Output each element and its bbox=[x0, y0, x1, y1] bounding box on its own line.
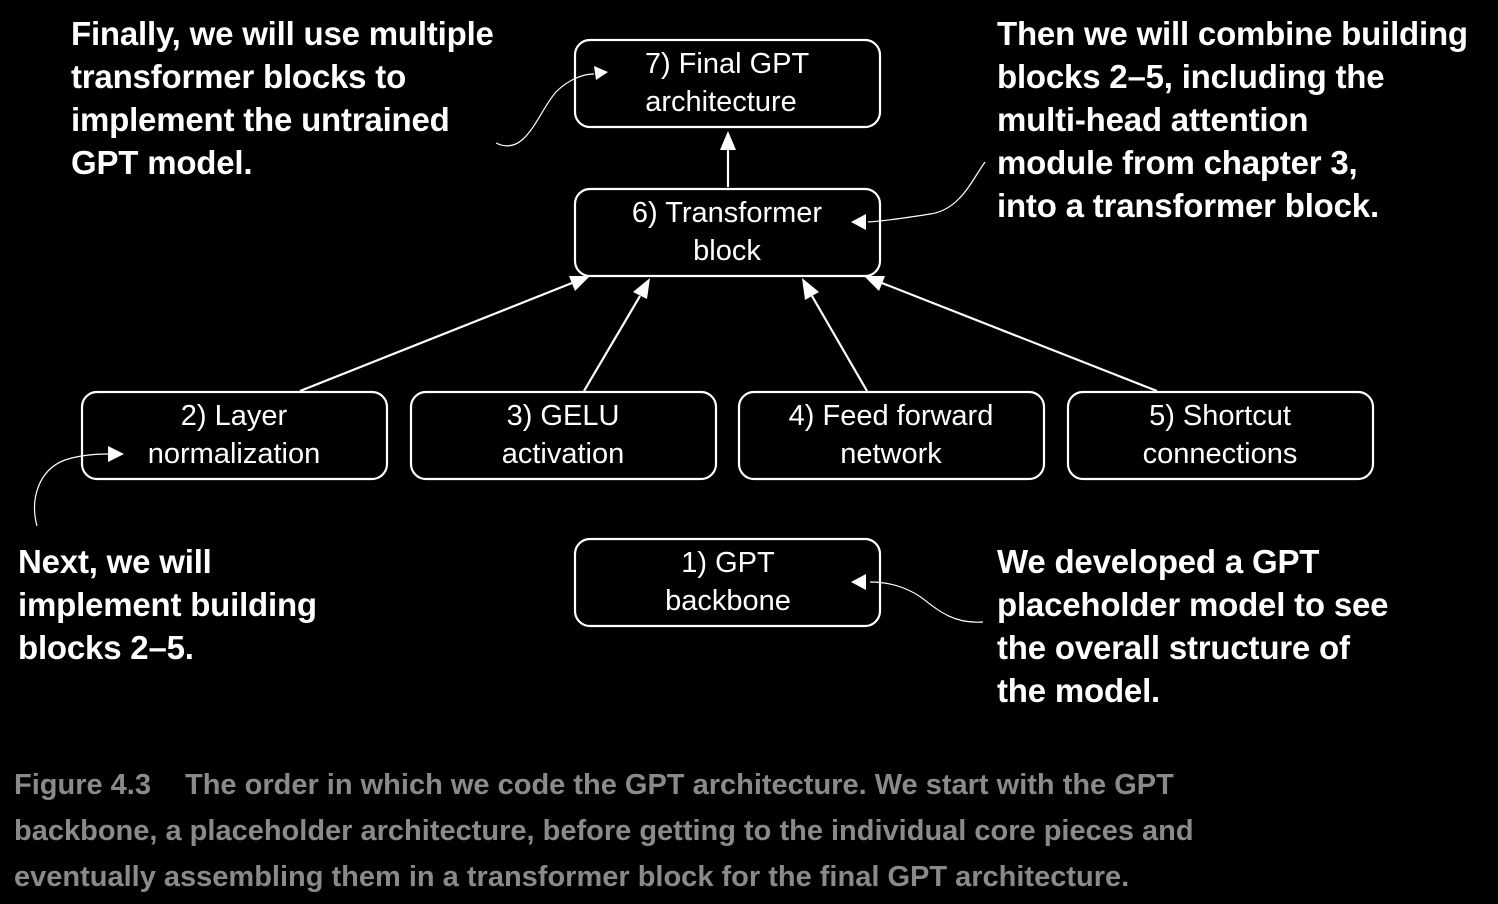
node-gelu-activation-line-1: 3) GELU bbox=[507, 400, 620, 432]
annotation-next: Next, we will implement building blocks … bbox=[18, 540, 317, 669]
annotation-combine-line-1: Then we will combine building bbox=[997, 15, 1468, 52]
node-feed-forward-network-line-2: network bbox=[840, 438, 942, 470]
pointer-final bbox=[495, 66, 608, 147]
annotation-combine-line-4: module from chapter 3, bbox=[997, 144, 1358, 181]
edge-feed-forward-to-transformer bbox=[802, 278, 868, 392]
annotation-placeholder-line-4: the model. bbox=[997, 672, 1161, 709]
annotation-combine-line-3: multi-head attention bbox=[997, 101, 1309, 138]
node-transformer-block-line-2: block bbox=[693, 235, 761, 267]
pointer-combine bbox=[851, 161, 986, 230]
annotation-placeholder-line-3: the overall structure of bbox=[997, 629, 1350, 666]
figure-caption: Figure 4.3 The order in which we code the… bbox=[14, 762, 1484, 900]
node-final-gpt-architecture: 7) Final GPT architecture bbox=[573, 38, 882, 129]
node-transformer-block-line-1: 6) Transformer bbox=[632, 197, 822, 229]
node-feed-forward-network-line-1: 4) Feed forward bbox=[789, 400, 994, 432]
nodes: 1) GPT backbone 2) Layer normalization 3… bbox=[80, 38, 1375, 628]
node-final-gpt-architecture-line-1: 7) Final GPT bbox=[645, 48, 810, 80]
annotation-placeholder: We developed a GPT placeholder model to … bbox=[997, 540, 1389, 712]
node-layer-normalization-line-1: 2) Layer bbox=[181, 400, 288, 432]
annotation-combine-line-2: blocks 2–5, including the bbox=[997, 58, 1385, 95]
node-gelu-activation-line-2: activation bbox=[502, 438, 625, 470]
annotation-next-line-3: blocks 2–5. bbox=[18, 629, 194, 666]
edge-gelu-to-transformer bbox=[583, 278, 650, 392]
node-gelu-activation: 3) GELU activation bbox=[409, 390, 718, 481]
node-final-gpt-architecture-line-2: architecture bbox=[645, 86, 797, 118]
node-shortcut-connections: 5) Shortcut connections bbox=[1066, 390, 1375, 481]
annotation-final-line-1: Finally, we will use multiple bbox=[71, 15, 494, 52]
pointer-placeholder bbox=[851, 574, 984, 623]
annotation-next-line-2: implement building bbox=[18, 586, 317, 623]
caption-line-3: eventually assembling them in a transfor… bbox=[14, 861, 1130, 893]
caption-line-1: Figure 4.3 The order in which we code the… bbox=[14, 762, 1484, 808]
edges bbox=[299, 131, 1158, 393]
node-layer-normalization: 2) Layer normalization bbox=[80, 390, 389, 481]
caption-label: Figure 4.3 bbox=[14, 769, 151, 801]
node-gpt-backbone-line-2: backbone bbox=[665, 585, 791, 617]
edge-transformer-to-final bbox=[720, 131, 736, 187]
annotation-placeholder-line-1: We developed a GPT bbox=[997, 543, 1320, 580]
node-gpt-backbone: 1) GPT backbone bbox=[573, 537, 882, 628]
annotation-final: Finally, we will use multiple transforme… bbox=[71, 12, 494, 184]
pointer-next bbox=[34, 446, 124, 527]
node-shortcut-connections-line-1: 5) Shortcut bbox=[1149, 400, 1291, 432]
caption-text-1: The order in which we code the GPT archi… bbox=[185, 769, 1174, 801]
annotation-final-line-3: implement the untrained bbox=[71, 101, 450, 138]
annotation-final-line-2: transformer blocks to bbox=[71, 58, 407, 95]
node-gpt-backbone-line-1: 1) GPT bbox=[681, 547, 775, 579]
edge-shortcut-to-transformer bbox=[864, 276, 1158, 393]
edge-layer-norm-to-transformer bbox=[299, 276, 590, 393]
annotation-next-line-1: Next, we will bbox=[18, 543, 212, 580]
node-transformer-block: 6) Transformer block bbox=[573, 187, 882, 278]
annotation-placeholder-line-2: placeholder model to see bbox=[997, 586, 1389, 623]
annotation-combine-line-5: into a transformer block. bbox=[997, 187, 1379, 224]
caption-line-2: backbone, a placeholder architecture, be… bbox=[14, 815, 1194, 847]
annotation-combine: Then we will combine building blocks 2–5… bbox=[997, 12, 1468, 227]
node-shortcut-connections-line-2: connections bbox=[1143, 438, 1298, 470]
node-layer-normalization-line-2: normalization bbox=[148, 438, 320, 470]
annotation-final-line-4: GPT model. bbox=[71, 144, 253, 181]
annotation-pointers bbox=[34, 66, 986, 623]
node-feed-forward-network: 4) Feed forward network bbox=[737, 390, 1046, 481]
